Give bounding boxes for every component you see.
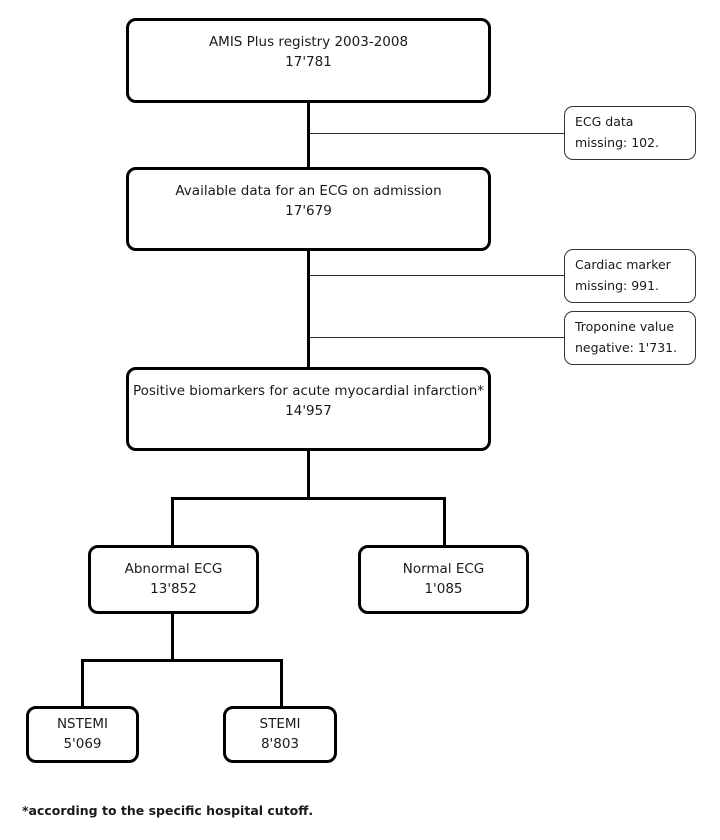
node-abnormal-ecg-count: 13'852 [150,580,197,597]
node-ecg-available-count: 17'679 [285,202,332,219]
note-troponine-negative[interactable]: Troponine value negative: 1'731. [564,311,696,365]
node-stemi-count: 8'803 [260,735,300,752]
note-troponine-negative-line2: negative: 1'731. [575,340,678,355]
node-nstemi[interactable]: NSTEMI 5'069 [26,706,139,763]
node-stemi[interactable]: STEMI 8'803 [223,706,337,763]
note-ecg-missing-line2: missing: 102. [575,135,660,150]
note-ecg-missing-line1: ECG data [575,114,634,130]
connector-abnormal-ecg-stem [171,612,174,662]
connector-ecg-available-to-biomarkers [307,248,310,371]
note-troponine-negative-line1: Troponine value [575,319,675,335]
connector-to-normal-ecg [443,497,446,547]
note-cardiac-marker-missing-line1: Cardiac marker [575,257,671,273]
node-normal-ecg-label: Normal ECG [402,560,485,577]
node-abnormal-ecg[interactable]: Abnormal ECG 13'852 [88,545,259,614]
split-bar-ecg-branch [171,497,446,500]
node-registry-count: 17'781 [285,53,332,70]
connector-registry-to-ecg-available [307,100,310,170]
footnote-text: *according to the specific hospital cuto… [22,803,314,818]
node-registry-label: AMIS Plus registry 2003-2008 [208,34,409,50]
connector-to-stemi [280,659,283,709]
split-bar-stemi-branch [81,659,283,662]
node-ecg-available[interactable]: Available data for an ECG on admission 1… [126,167,491,251]
connector-to-abnormal-ecg [171,497,174,547]
node-normal-ecg[interactable]: Normal ECG 1'085 [358,545,529,614]
node-positive-biomarkers-count: 14'957 [285,402,332,419]
node-abnormal-ecg-label: Abnormal ECG [124,560,223,577]
node-stemi-label: STEMI [259,715,301,732]
leader-ecg-missing [310,133,564,134]
note-ecg-missing[interactable]: ECG data missing: 102. [564,106,696,160]
leader-cardiac-marker-missing [310,275,564,276]
note-cardiac-marker-missing[interactable]: Cardiac marker missing: 991. [564,249,696,303]
node-nstemi-count: 5'069 [63,735,102,752]
node-ecg-available-label: Available data for an ECG on admission [175,183,442,199]
node-normal-ecg-count: 1'085 [424,580,463,597]
leader-troponine-negative [310,337,564,338]
node-positive-biomarkers-label: Positive biomarkers for acute myocardial… [132,383,485,399]
connector-to-nstemi [81,659,84,709]
connector-biomarkers-stem [307,448,310,500]
node-nstemi-label: NSTEMI [56,715,109,732]
node-registry[interactable]: AMIS Plus registry 2003-2008 17'781 [126,18,491,103]
note-cardiac-marker-missing-line2: missing: 991. [575,278,660,293]
node-positive-biomarkers[interactable]: Positive biomarkers for acute myocardial… [126,367,491,451]
